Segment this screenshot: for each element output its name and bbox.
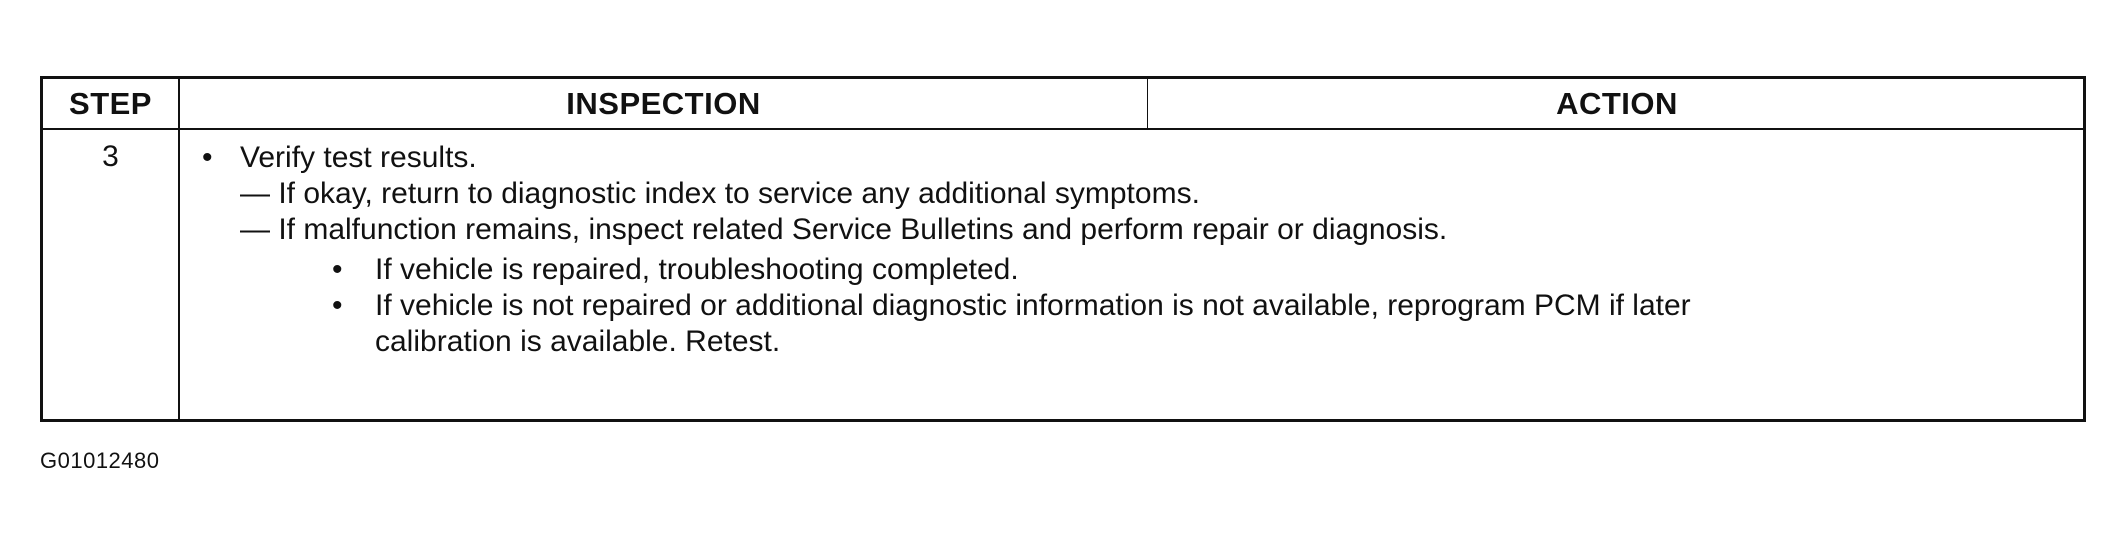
table-row: 3 • Verify test results. — If okay, retu… xyxy=(43,130,2083,419)
figure-code: G01012480 xyxy=(40,448,160,473)
bullet-marker: • xyxy=(202,141,213,174)
dash-item-malfunction: — If malfunction remains, inspect relate… xyxy=(240,213,1448,246)
sub-item-not-repaired: If vehicle is not repaired or additional… xyxy=(375,289,1691,322)
procedure-table: STEP INSPECTION ACTION 3 • Verify test r… xyxy=(40,76,2086,422)
dash-item-okay: — If okay, return to diagnostic index to… xyxy=(240,177,1200,210)
sub-item-not-repaired-continued: calibration is available. Retest. xyxy=(375,325,781,358)
table-header-row: STEP INSPECTION ACTION xyxy=(43,79,2083,130)
header-action: ACTION xyxy=(1556,85,1678,121)
sub-bullet-marker: • xyxy=(332,253,343,286)
step-number: 3 xyxy=(43,130,180,419)
main-instruction: Verify test results. xyxy=(240,141,477,174)
inspection-action-cell: • Verify test results. — If okay, return… xyxy=(180,130,2083,419)
header-inspection: INSPECTION xyxy=(180,79,1148,128)
sub-item-repaired: If vehicle is repaired, troubleshooting … xyxy=(375,253,1019,286)
header-step: STEP xyxy=(43,79,180,128)
sub-bullet-marker: • xyxy=(332,289,343,322)
